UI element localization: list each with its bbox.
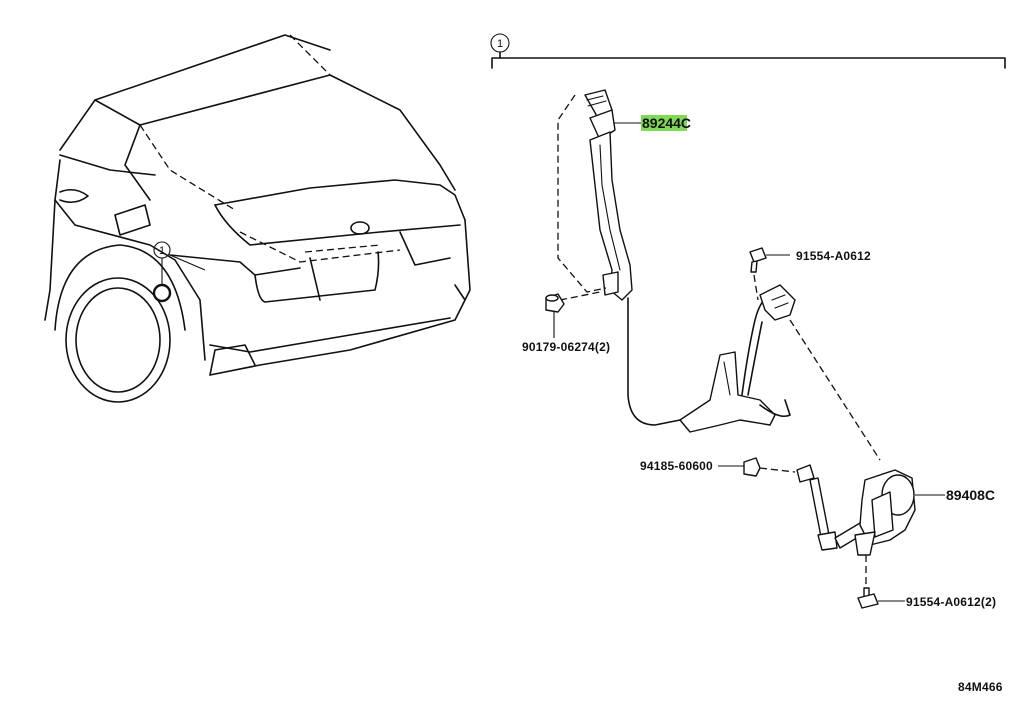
bolt-91554-A0612-upper	[749, 247, 790, 273]
height-control-sensor-89408C	[796, 464, 945, 556]
assembly-bracket: 1	[490, 33, 1006, 69]
part-label-91554-A0612-2[interactable]: 91554-A0612(2)	[906, 595, 996, 609]
callout-marker-number: 1	[159, 245, 165, 257]
nut-90179-06274	[545, 293, 565, 338]
wire-harness-89244C	[584, 89, 796, 433]
part-label-90179-06274[interactable]: 90179-06274(2)	[522, 340, 610, 354]
diagram-code: 84M466	[958, 680, 1003, 694]
assembly-callout-number: 1	[497, 38, 503, 50]
bolt-91554-A0612-lower	[857, 587, 905, 609]
part-label-89408C[interactable]: 89408C	[946, 487, 995, 503]
part-label-91554-A0612[interactable]: 91554-A0612	[796, 249, 871, 263]
car-rear-illustration: 1	[44, 34, 471, 403]
part-label-94185-60600[interactable]: 94185-60600	[640, 459, 713, 473]
nut-94185-60600	[718, 457, 761, 477]
part-highlight	[641, 115, 687, 131]
sensor-location-marker	[152, 283, 172, 303]
part-label-89244C[interactable]: 89244C	[642, 115, 691, 131]
